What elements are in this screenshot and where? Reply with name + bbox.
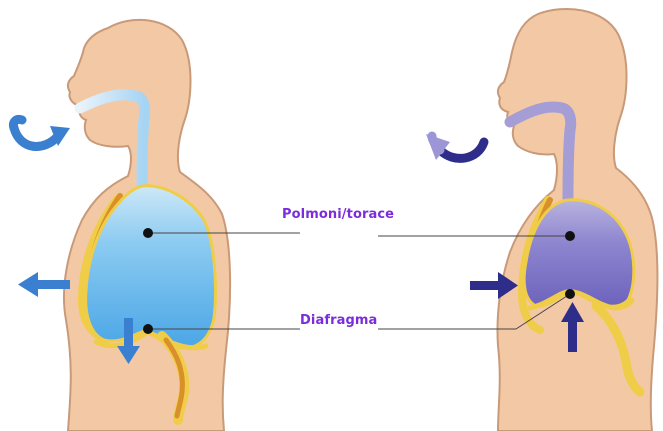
exhale-figure — [498, 9, 658, 431]
exhale-lung-dot — [565, 231, 575, 241]
inhale-lung-dot — [143, 228, 153, 238]
chest-expand-arrow-icon — [18, 272, 70, 297]
lungs-thorax-label: Polmoni/torace — [282, 207, 394, 222]
exhale-diaphragm-dot — [565, 289, 575, 299]
inhale-figure — [64, 20, 230, 431]
air-out-curved-arrow-icon — [426, 134, 484, 160]
inhale-diaphragm-dot — [143, 324, 153, 334]
diaphragm-label: Diafragma — [300, 313, 377, 328]
air-in-curved-arrow-icon — [13, 119, 70, 146]
